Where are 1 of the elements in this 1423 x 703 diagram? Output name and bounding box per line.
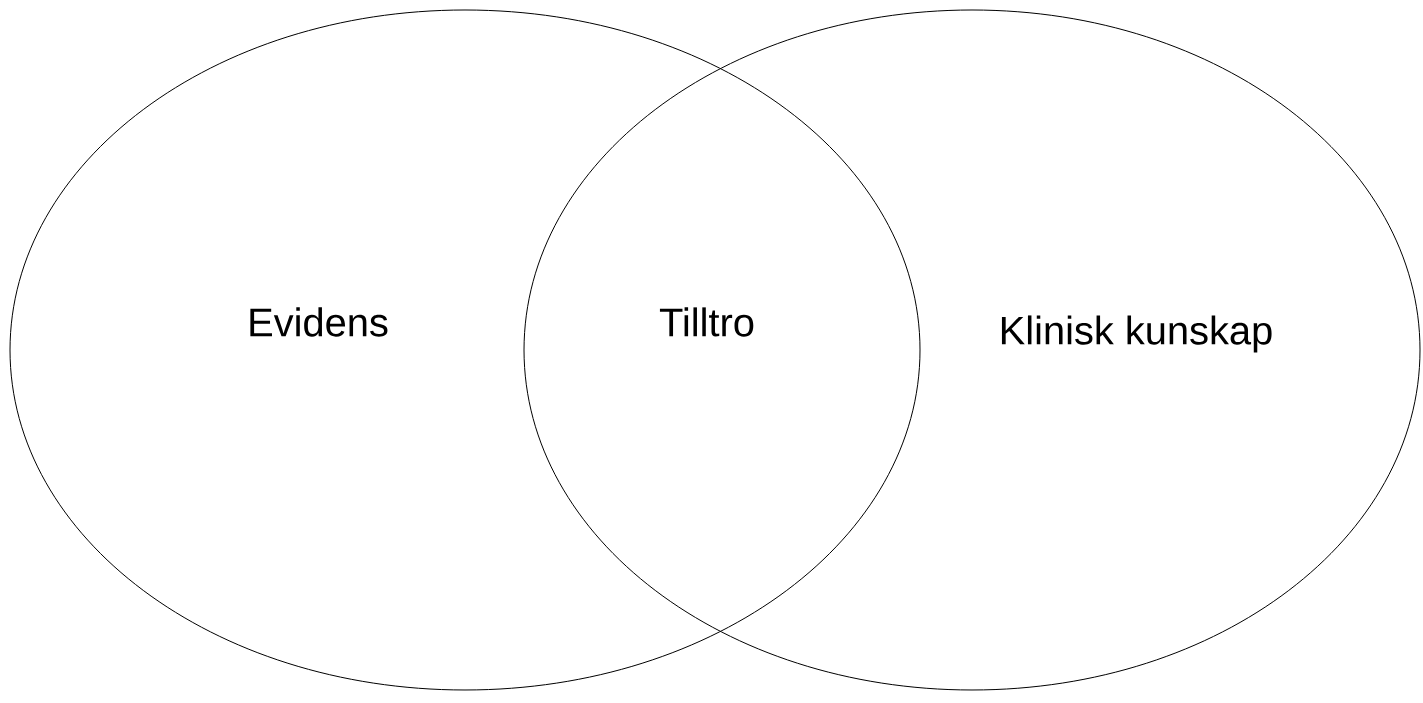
overlap-label: Tilltro bbox=[659, 307, 754, 337]
